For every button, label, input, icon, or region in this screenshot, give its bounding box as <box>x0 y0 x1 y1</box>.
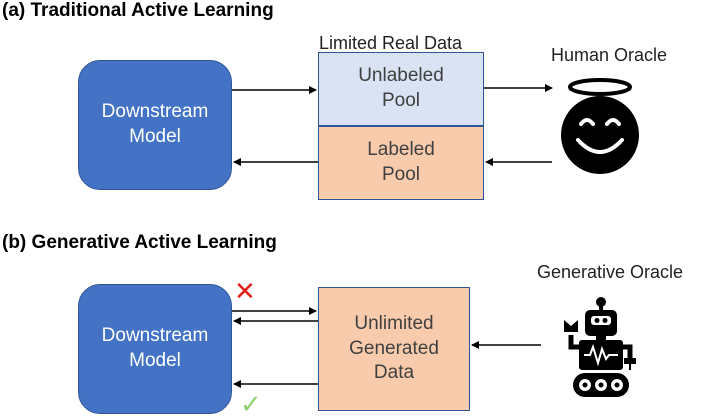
downstream-model-box-b: Downstream Model <box>78 284 232 414</box>
robot-icon <box>564 297 636 397</box>
section-b-title: (b) Generative Active Learning <box>2 232 277 253</box>
unlimited-generated-data-box: Unlimited Generated Data <box>318 287 470 411</box>
limited-real-data-label: Limited Real Data <box>319 33 463 53</box>
human-oracle-label: Human Oracle <box>551 45 668 65</box>
generative-oracle-label: Generative Oracle <box>537 262 684 282</box>
downstream-model-box-a: Downstream Model <box>78 60 232 190</box>
labeled-pool-box: Labeled Pool <box>318 126 484 200</box>
accept-mark: ✓ <box>240 389 262 419</box>
section-a-title: (a) Traditional Active Learning <box>2 0 274 21</box>
unlabeled-pool-box: Unlabeled Pool <box>318 52 484 126</box>
smiling-halo-face-icon <box>561 78 639 174</box>
reject-mark: ✕ <box>234 276 256 306</box>
